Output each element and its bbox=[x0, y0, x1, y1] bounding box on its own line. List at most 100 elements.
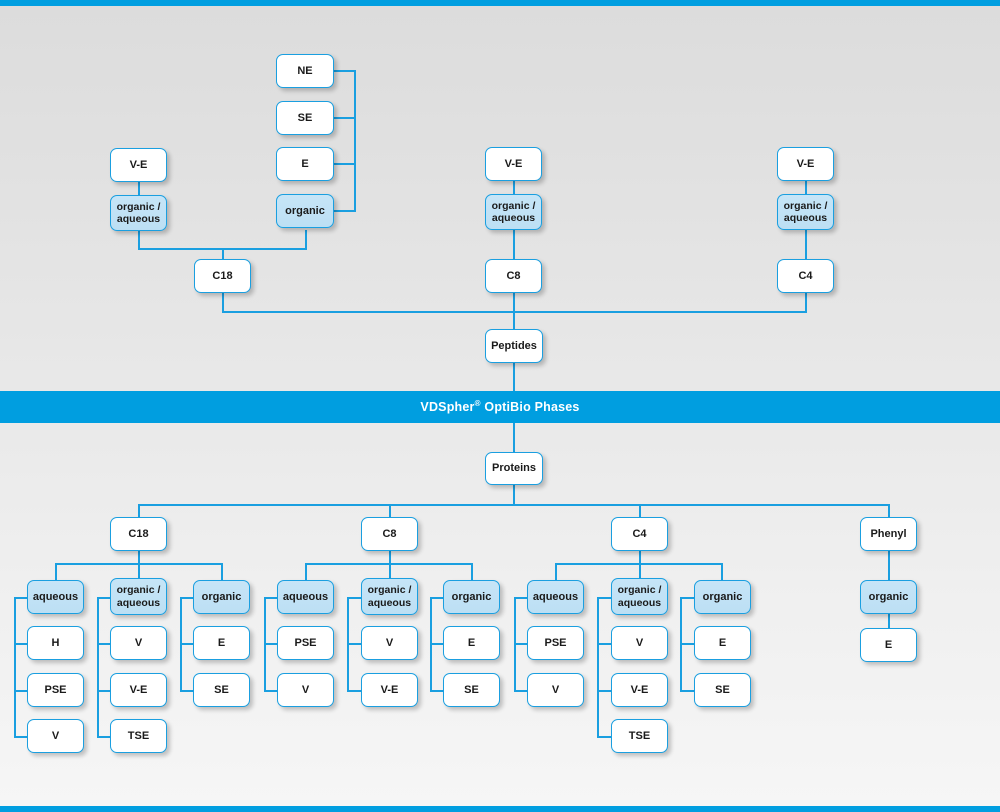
node-top-c8[interactable]: C8 bbox=[485, 259, 542, 293]
node-c8-oa-v[interactable]: V bbox=[361, 626, 418, 660]
node-c18-organic-se[interactable]: SE bbox=[193, 673, 250, 707]
stub-c8-oa-2 bbox=[347, 690, 361, 692]
node-c4-oa-tse[interactable]: TSE bbox=[611, 719, 668, 753]
node-c4-oa-v[interactable]: V bbox=[611, 626, 668, 660]
connector-proteins-bar bbox=[138, 504, 889, 506]
connector-c8-to-peptides bbox=[513, 290, 515, 331]
node-c4-organic-se[interactable]: SE bbox=[694, 673, 751, 707]
node-top-e[interactable]: E bbox=[276, 147, 334, 181]
spine-c18-oa bbox=[97, 597, 99, 736]
node-label: C8 bbox=[506, 269, 521, 282]
node-c18-aqueous-v[interactable]: V bbox=[27, 719, 84, 753]
node-c8-aqueous[interactable]: aqueous bbox=[277, 580, 334, 614]
node-phenyl-organic-e[interactable]: E bbox=[860, 628, 917, 662]
node-label: V-E bbox=[129, 683, 148, 696]
connector-bar-to-c18 bbox=[138, 504, 140, 520]
node-c4-oa-ve[interactable]: V-E bbox=[611, 673, 668, 707]
node-c18-oa-v[interactable]: V bbox=[110, 626, 167, 660]
node-label: C18 bbox=[212, 269, 233, 282]
stub-c8-oa-1 bbox=[347, 643, 361, 645]
node-branch-c18[interactable]: C18 bbox=[110, 517, 167, 551]
node-c4-organic[interactable]: organic bbox=[694, 580, 751, 614]
connector-c18-to-oa bbox=[138, 563, 140, 580]
node-label: SE bbox=[297, 111, 313, 124]
node-label-line1: organic / bbox=[783, 199, 828, 212]
connector-top-c8-ve-to-oa bbox=[513, 181, 515, 195]
section-banner: VDSpher® OptiBio Phases bbox=[0, 391, 1000, 423]
connector-c4-to-peptide-bar bbox=[805, 290, 807, 312]
node-label: E bbox=[718, 636, 727, 649]
node-c4-aqueous-pse[interactable]: PSE bbox=[527, 626, 584, 660]
node-label-line1: organic / bbox=[367, 584, 412, 597]
node-c8-oa-ve[interactable]: V-E bbox=[361, 673, 418, 707]
stub-c18-organic-1 bbox=[180, 643, 194, 645]
node-branch-c4[interactable]: C4 bbox=[611, 517, 668, 551]
node-top-se[interactable]: SE bbox=[276, 101, 334, 135]
node-proteins[interactable]: Proteins bbox=[485, 452, 543, 485]
node-label: E bbox=[467, 636, 476, 649]
node-label: V bbox=[134, 636, 143, 649]
node-c4-aqueous[interactable]: aqueous bbox=[527, 580, 584, 614]
connector-proteins-down bbox=[513, 483, 515, 505]
node-c18-organic-e[interactable]: E bbox=[193, 626, 250, 660]
node-c4-organic-e[interactable]: E bbox=[694, 626, 751, 660]
node-top-c4[interactable]: C4 bbox=[777, 259, 834, 293]
node-c18-organic[interactable]: organic bbox=[193, 580, 250, 614]
node-c8-organic-e[interactable]: E bbox=[443, 626, 500, 660]
registered-mark-icon: ® bbox=[474, 398, 481, 408]
stub-c18-oa-head bbox=[97, 597, 111, 599]
stub-c8-aqueous-2 bbox=[264, 690, 278, 692]
connector-top-c18-drop bbox=[222, 248, 224, 262]
connector-top-ve-to-oa bbox=[138, 181, 140, 195]
node-branch-phenyl[interactable]: Phenyl bbox=[860, 517, 917, 551]
node-top-c8-organic-aqueous[interactable]: organic / aqueous bbox=[485, 194, 542, 230]
connector-banner-to-proteins bbox=[513, 423, 515, 455]
node-top-c18-organic-aqueous[interactable]: organic / aqueous bbox=[110, 195, 167, 231]
node-c18-aqueous-pse[interactable]: PSE bbox=[27, 673, 84, 707]
node-c8-aqueous-v[interactable]: V bbox=[277, 673, 334, 707]
connector-peptides-to-banner bbox=[513, 362, 515, 392]
stub-c4-oa-1 bbox=[597, 643, 611, 645]
node-c18-oa-tse[interactable]: TSE bbox=[110, 719, 167, 753]
node-label: V bbox=[301, 683, 310, 696]
node-top-c4-ve[interactable]: V-E bbox=[777, 147, 834, 181]
stub-c8-aqueous-1 bbox=[264, 643, 278, 645]
node-label: Peptides bbox=[491, 339, 537, 352]
node-c18-oa-ve[interactable]: V-E bbox=[110, 673, 167, 707]
node-label: E bbox=[884, 638, 893, 651]
node-c4-aqueous-v[interactable]: V bbox=[527, 673, 584, 707]
node-label: V bbox=[551, 683, 560, 696]
node-top-ne[interactable]: NE bbox=[276, 54, 334, 88]
connector-bar-to-c4 bbox=[639, 504, 641, 520]
node-top-c4-organic-aqueous[interactable]: organic / aqueous bbox=[777, 194, 834, 230]
node-label: organic bbox=[201, 590, 242, 603]
stub-c4-organic-head bbox=[680, 597, 694, 599]
node-branch-c8[interactable]: C8 bbox=[361, 517, 418, 551]
node-label: V bbox=[51, 729, 60, 742]
node-c4-organic-aqueous[interactable]: organic / aqueous bbox=[611, 578, 668, 615]
node-c8-organic-se[interactable]: SE bbox=[443, 673, 500, 707]
node-label: PSE bbox=[294, 636, 317, 649]
stub-c4-oa-3 bbox=[597, 736, 611, 738]
stub-c4-oa-2 bbox=[597, 690, 611, 692]
node-top-c8-ve[interactable]: V-E bbox=[485, 147, 542, 181]
node-c8-aqueous-pse[interactable]: PSE bbox=[277, 626, 334, 660]
stub-c4-organic-1 bbox=[680, 643, 694, 645]
node-c18-organic-aqueous[interactable]: organic / aqueous bbox=[110, 578, 167, 615]
bottom-accent-bar bbox=[0, 806, 1000, 812]
node-top-c18[interactable]: C18 bbox=[194, 259, 251, 293]
node-label: PSE bbox=[44, 683, 67, 696]
node-peptides[interactable]: Peptides bbox=[485, 329, 543, 363]
node-phenyl-organic[interactable]: organic bbox=[860, 580, 917, 614]
stub-c4-aqueous-head bbox=[514, 597, 528, 599]
node-c8-organic[interactable]: organic bbox=[443, 580, 500, 614]
node-label-line1: organic / bbox=[116, 584, 161, 597]
node-c8-organic-aqueous[interactable]: organic / aqueous bbox=[361, 578, 418, 615]
node-label: organic bbox=[285, 204, 325, 217]
node-top-c18-ve[interactable]: V-E bbox=[110, 148, 167, 182]
connector-c8-to-oa bbox=[389, 563, 391, 580]
node-c18-aqueous[interactable]: aqueous bbox=[27, 580, 84, 614]
node-top-organic[interactable]: organic bbox=[276, 194, 334, 228]
node-c18-aqueous-h[interactable]: H bbox=[27, 626, 84, 660]
node-label: V-E bbox=[796, 157, 815, 170]
